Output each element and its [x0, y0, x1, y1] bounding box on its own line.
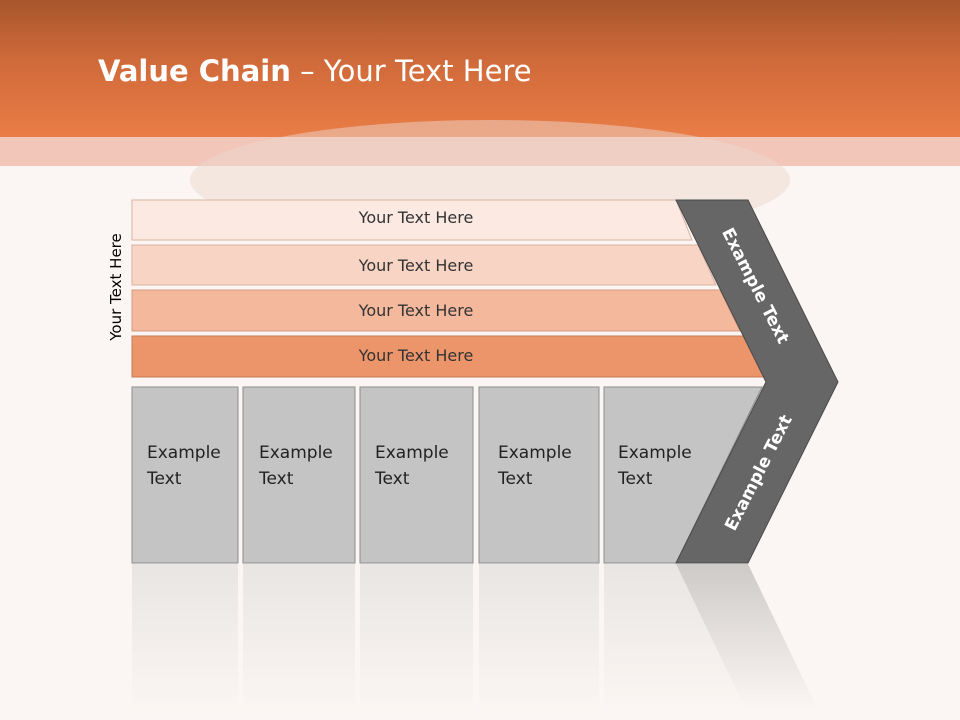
reflection-column-1 [132, 564, 238, 714]
side-label: Your Text Here [107, 233, 125, 341]
column-label-line: Example [618, 443, 692, 463]
column-label-line: Text [498, 469, 533, 489]
reflection-chevron [676, 564, 818, 710]
column-label-line: Example [498, 443, 572, 463]
primary-column-label-4: Example Text [498, 440, 572, 492]
primary-column-1 [131, 386, 239, 564]
support-bar-label-4: Your Text Here [358, 346, 474, 365]
column-label-line: Text [618, 469, 653, 489]
support-bar-label-1: Your Text Here [358, 208, 474, 227]
title-bold: Value Chain [98, 54, 291, 88]
primary-column-label-2: Example Text [259, 440, 333, 492]
diagram-reflection [132, 564, 818, 714]
column-label-line: Text [259, 469, 294, 489]
primary-column-3 [359, 386, 474, 564]
support-bar-label-3: Your Text Here [358, 301, 474, 320]
column-label-line: Example [259, 443, 333, 463]
page-title: Value Chain – Your Text Here [98, 54, 532, 88]
title-rest: – Your Text Here [290, 54, 532, 88]
column-label-line: Text [147, 469, 182, 489]
reflection-column-2 [243, 564, 355, 714]
support-bar-2 [131, 244, 717, 286]
column-label-line: Example [375, 443, 449, 463]
support-bar-1 [131, 199, 693, 241]
reflection-column-4 [479, 564, 599, 714]
header-banner [0, 0, 960, 137]
primary-column-label-1: Example Text [147, 440, 221, 492]
margin-chevron [675, 199, 839, 564]
column-label-line: Text [375, 469, 410, 489]
primary-column-label-5: Example Text [618, 440, 692, 492]
column-label-line: Example [147, 443, 221, 463]
primary-column-4 [478, 386, 600, 564]
reflection-column-3 [360, 564, 473, 714]
support-bar-3 [131, 289, 741, 332]
primary-column-2 [242, 386, 356, 564]
support-bar-label-2: Your Text Here [358, 256, 474, 275]
reflection-column-5 [604, 564, 746, 710]
primary-column-label-3: Example Text [375, 440, 449, 492]
